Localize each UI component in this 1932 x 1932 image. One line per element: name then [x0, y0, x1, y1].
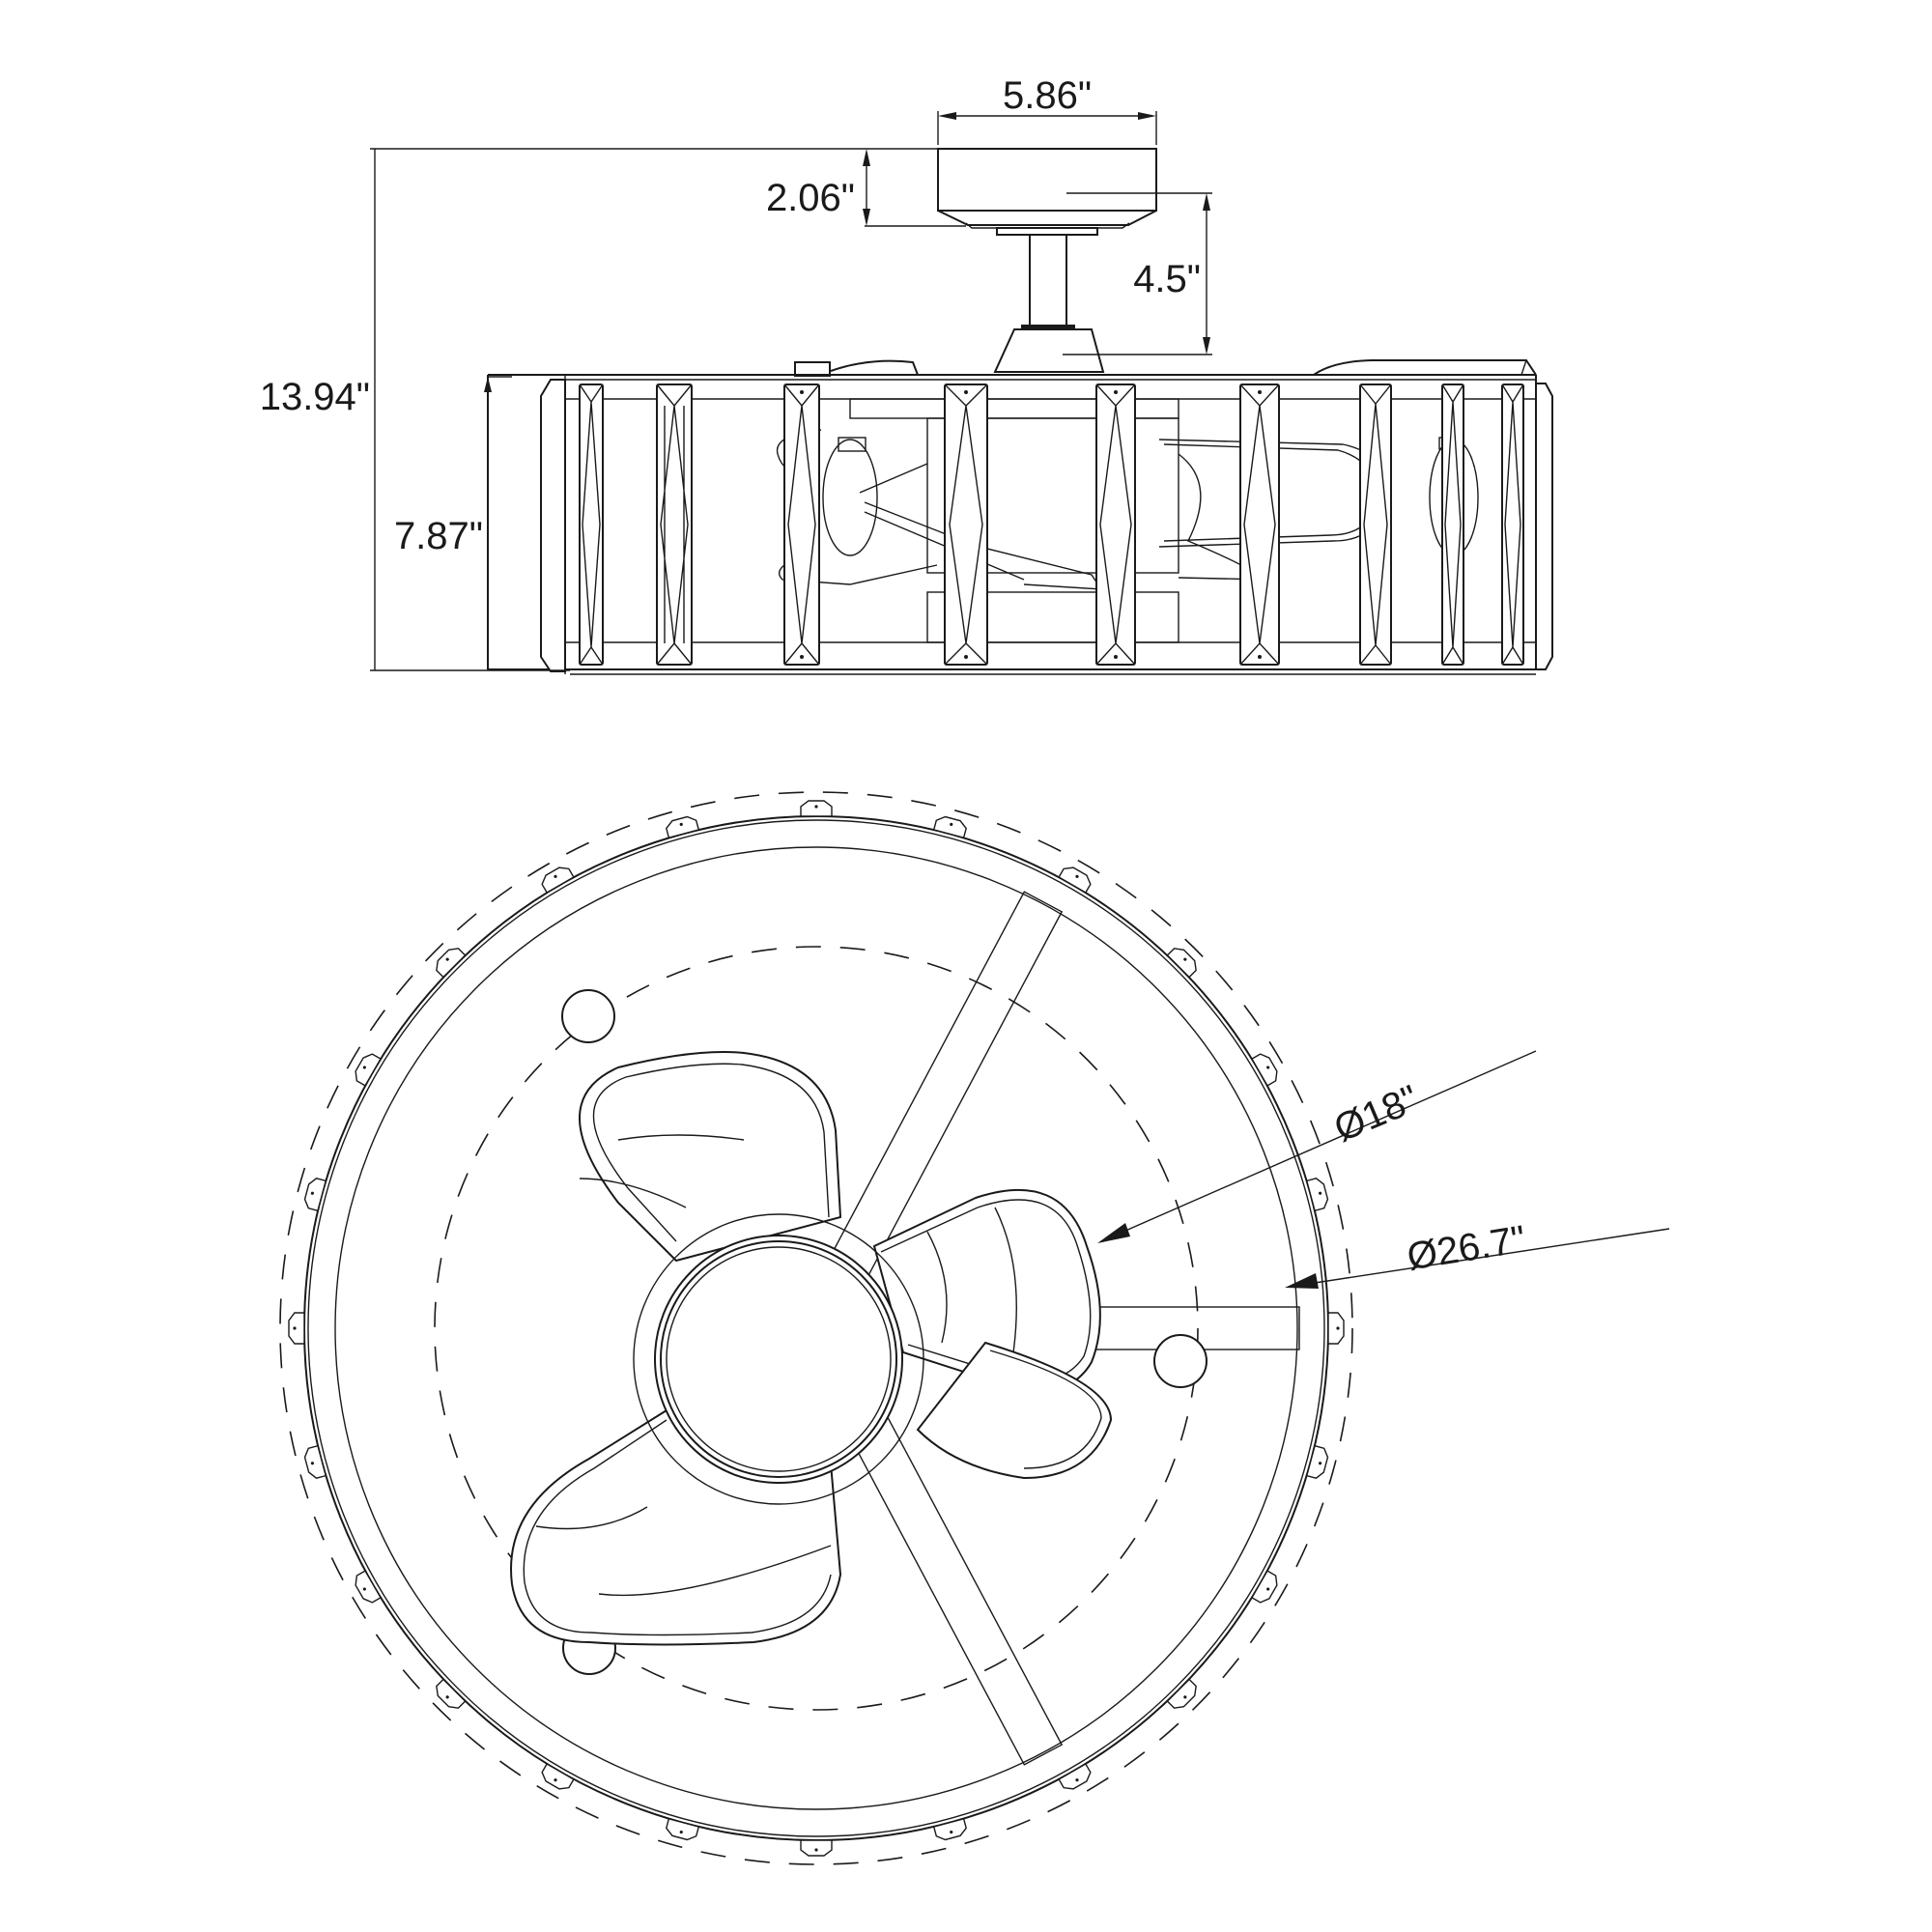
cage-top — [488, 359, 1537, 381]
crystal-nub — [1305, 1444, 1329, 1479]
crystal-nub — [1166, 1678, 1197, 1709]
crystal-nub — [1166, 948, 1197, 979]
label-overall-diameter: Ø26.7" — [1405, 1218, 1529, 1279]
crystal-nub — [1058, 867, 1092, 894]
crystal-nub — [932, 815, 967, 839]
crystal-nub — [1305, 1178, 1329, 1212]
crossbar-ball — [1153, 1334, 1208, 1388]
bottom-view: Ø18" Ø26.7" — [279, 791, 1670, 1865]
crystal-nub — [1327, 1312, 1345, 1345]
label-cage-height: 7.87" — [394, 515, 483, 557]
side-view: 5.86" 2.06" 4.5" 13.94" 7.87" — [260, 74, 1553, 675]
crossbar-ball — [561, 989, 615, 1043]
motor-hub — [633, 1213, 924, 1505]
label-canopy-height: 2.06" — [766, 177, 855, 219]
crystal-nub — [355, 1570, 382, 1604]
canopy — [937, 148, 1157, 236]
dimension-canopy-height — [370, 148, 966, 227]
label-canopy-width: 5.86" — [1003, 74, 1092, 117]
downrod — [1021, 235, 1075, 329]
leader-blade-span — [1097, 1050, 1537, 1243]
crystal-nub — [436, 948, 467, 979]
dimension-overall-height — [370, 149, 570, 671]
crystal-nub — [303, 1444, 327, 1479]
crystal-nub — [800, 1839, 833, 1857]
cage-left-end — [540, 379, 566, 672]
dimension-canopy-width — [937, 111, 1157, 145]
crystal-nub — [541, 1763, 575, 1790]
overall-extent-dashed — [279, 791, 1353, 1865]
crystal-nub — [800, 800, 833, 817]
crystal-nub — [541, 867, 575, 894]
motor-housing — [993, 328, 1105, 373]
crystal-nub — [1251, 1053, 1278, 1087]
crystal-nubs — [288, 800, 1345, 1857]
crystal-nub — [303, 1178, 327, 1212]
cage-inner-ring — [334, 846, 1298, 1810]
crystal-nub — [355, 1053, 382, 1087]
cage-right-end — [1535, 383, 1553, 670]
crossbars — [561, 891, 1300, 1766]
crystal-nub — [436, 1678, 467, 1709]
crystal-nub — [288, 1312, 305, 1345]
crystal-nub — [932, 1817, 967, 1841]
label-blade-span: Ø18" — [1328, 1077, 1425, 1151]
crystal-bars — [579, 384, 1524, 666]
crystal-nub — [666, 1817, 700, 1841]
label-downrod-drop: 4.5" — [1133, 258, 1201, 300]
crystal-nub — [666, 815, 700, 839]
dimension-cage-height — [484, 376, 512, 670]
blade-span-dashed — [434, 946, 1199, 1711]
label-overall-height: 13.94" — [260, 376, 370, 418]
crystal-nub — [1058, 1763, 1092, 1790]
leader-overall-diameter — [1285, 1228, 1670, 1289]
crystal-nub — [1251, 1570, 1278, 1604]
dimension-downrod-drop — [1063, 192, 1212, 355]
